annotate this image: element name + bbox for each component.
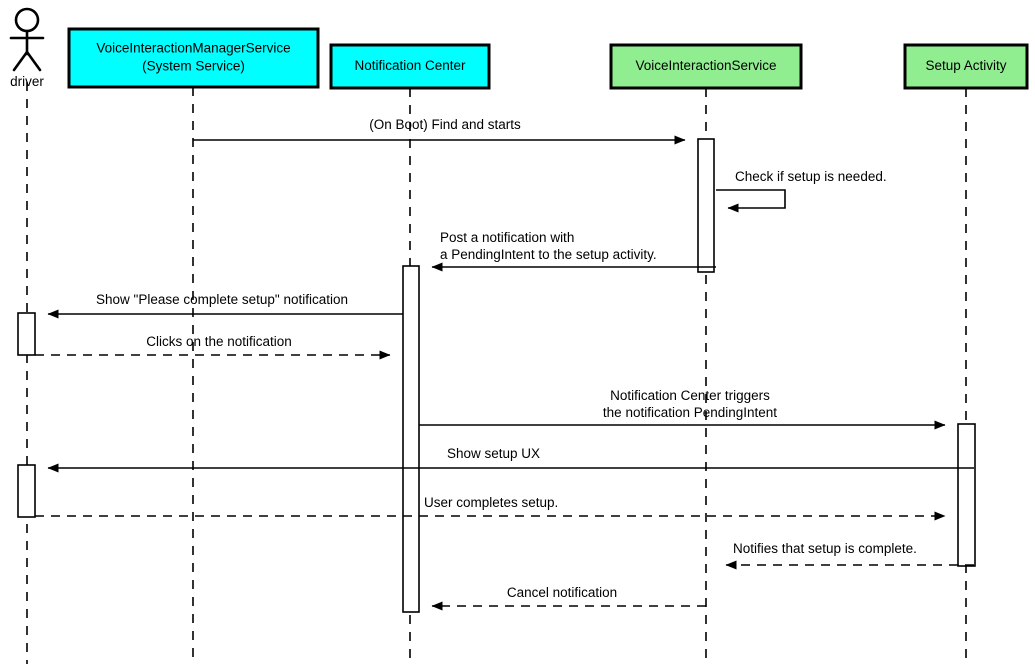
message-line-msg-check-if-setup-is-needed: [716, 189, 786, 213]
message-msg-user-completes-setup: User completes setup.: [35, 495, 946, 521]
activation-bar-setupactivity: [957, 423, 976, 567]
message-label-msg-clicks-on-the-notification: Clicks on the notification: [146, 334, 292, 349]
participant-box-vis[interactable]: [609, 43, 803, 90]
message-msg-cancel-notification: Cancel notification: [431, 585, 706, 611]
activation-bar-notifcenter: [402, 265, 420, 613]
message-label-msg-show-please-complete-setup-notification: Show "Please complete setup" notificatio…: [96, 292, 348, 307]
message-msg-notification-center-triggers-pendingintent: Notification Center triggers the notifica…: [419, 388, 946, 430]
participant-label-vis: VoiceInteractionService: [635, 58, 776, 73]
participant-box-notifcenter[interactable]: [329, 43, 491, 90]
participant-notifcenter[interactable]: Notification Center: [329, 43, 491, 90]
message-label-msg-cancel-notification: Cancel notification: [507, 585, 617, 600]
message-msg-check-if-setup-is-needed: Check if setup is needed.: [716, 169, 887, 213]
participants-layer: driver VoiceInteractionManagerService (Sys…: [9, 7, 1029, 90]
message-label-msg-on-boot-find-and-starts: (On Boot) Find and starts: [369, 117, 521, 132]
message-msg-clicks-on-the-notification: Clicks on the notification: [35, 334, 391, 360]
participant-label-vims: (System Service): [142, 59, 245, 74]
participant-vims[interactable]: VoiceInteractionManagerService (System Se…: [67, 27, 320, 89]
activation-bar-driver: [17, 464, 36, 518]
participant-label-vims: VoiceInteractionManagerService: [96, 41, 290, 56]
actor-head-icon: [14, 7, 40, 33]
participant-box-setupactivity[interactable]: [903, 43, 1029, 90]
participant-label-setupactivity: Setup Activity: [925, 58, 1006, 73]
activation-bar-vis: [697, 138, 715, 273]
participant-box-vims[interactable]: [67, 27, 320, 89]
message-label-msg-post-notification-pendingintent: a PendingIntent to the setup activity.: [440, 247, 657, 262]
message-msg-show-setup-ux: Show setup UX: [47, 446, 974, 473]
message-label-msg-check-if-setup-is-needed: Check if setup is needed.: [735, 169, 887, 184]
message-msg-on-boot-find-and-starts: (On Boot) Find and starts: [193, 117, 686, 145]
message-label-msg-show-setup-ux: Show setup UX: [447, 446, 540, 461]
message-label-msg-user-completes-setup: User completes setup.: [424, 495, 558, 510]
message-msg-show-please-complete-setup-notification: Show "Please complete setup" notificatio…: [47, 292, 403, 319]
message-label-msg-notification-center-triggers-pendingintent: Notification Center triggers: [610, 388, 770, 403]
participant-label-driver: driver: [10, 74, 44, 89]
activation-bar-driver: [17, 312, 36, 356]
message-msg-notifies-that-setup-is-complete: Notifies that setup is complete.: [725, 541, 974, 570]
participant-vis[interactable]: VoiceInteractionService: [609, 43, 803, 90]
actor-leg-right-icon: [25, 50, 42, 72]
actor-leg-left-icon: [12, 50, 29, 72]
participant-label-notifcenter: Notification Center: [354, 58, 466, 73]
activations-layer: [17, 138, 976, 613]
message-label-msg-notification-center-triggers-pendingintent: the notification PendingIntent: [603, 405, 777, 420]
participant-driver[interactable]: driver: [9, 7, 44, 89]
message-label-msg-post-notification-pendingintent: Post a notification with: [440, 230, 574, 245]
message-msg-post-notification-pendingintent: Post a notification with a PendingIntent …: [431, 230, 716, 272]
message-label-msg-notifies-that-setup-is-complete: Notifies that setup is complete.: [733, 541, 917, 556]
participant-setupactivity[interactable]: Setup Activity: [903, 43, 1029, 90]
